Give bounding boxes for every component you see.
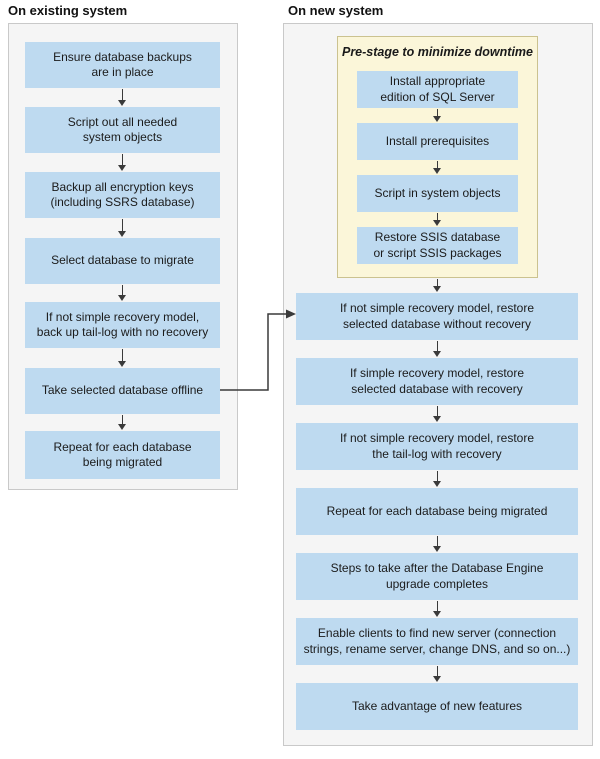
flow-step: Steps to take after the Database Engine … bbox=[296, 553, 578, 600]
flow-step: Select database to migrate bbox=[25, 238, 220, 284]
new-system-heading: On new system bbox=[288, 3, 384, 18]
arrow-down-icon bbox=[118, 415, 127, 430]
arrow-down-icon bbox=[118, 349, 127, 367]
arrow-down-icon bbox=[433, 471, 442, 487]
flow-step: Restore SSIS database or script SSIS pac… bbox=[357, 227, 518, 264]
flow-step: If not simple recovery model, back up ta… bbox=[25, 302, 220, 348]
flow-step: Repeat for each database being migrated bbox=[25, 431, 220, 479]
flow-step: Repeat for each database being migrated bbox=[296, 488, 578, 535]
flow-step: Enable clients to find new server (conne… bbox=[296, 618, 578, 665]
flow-step: Script in system objects bbox=[357, 175, 518, 212]
arrow-down-icon bbox=[433, 406, 442, 422]
arrow-down-icon bbox=[433, 213, 442, 226]
flow-step: If simple recovery model, restore select… bbox=[296, 358, 578, 405]
arrow-down-icon bbox=[433, 341, 442, 357]
arrow-down-icon bbox=[433, 536, 442, 552]
flow-step: Script out all needed system objects bbox=[25, 107, 220, 153]
prestage-title: Pre-stage to minimize downtime bbox=[341, 45, 533, 59]
flow-step: Install prerequisites bbox=[357, 123, 518, 160]
arrow-down-icon bbox=[433, 109, 442, 122]
arrow-down-icon bbox=[433, 161, 442, 174]
flow-step: If not simple recovery model, restore se… bbox=[296, 293, 578, 340]
flow-step: Ensure database backups are in place bbox=[25, 42, 220, 88]
flow-step: Backup all encryption keys (including SS… bbox=[25, 172, 220, 218]
arrow-down-icon bbox=[433, 601, 442, 617]
flow-step: Take advantage of new features bbox=[296, 683, 578, 730]
arrow-down-icon bbox=[118, 89, 127, 106]
flow-step: Take selected database offline bbox=[25, 368, 220, 414]
flow-step: Install appropriate edition of SQL Serve… bbox=[357, 71, 518, 108]
arrow-down-icon bbox=[118, 219, 127, 237]
existing-system-heading: On existing system bbox=[8, 3, 128, 18]
flow-step: If not simple recovery model, restore th… bbox=[296, 423, 578, 470]
arrow-down-icon bbox=[433, 279, 442, 292]
elbow-connector-arrow bbox=[220, 309, 296, 391]
arrow-down-icon bbox=[433, 666, 442, 682]
arrow-down-icon bbox=[118, 285, 127, 301]
arrow-down-icon bbox=[118, 154, 127, 171]
